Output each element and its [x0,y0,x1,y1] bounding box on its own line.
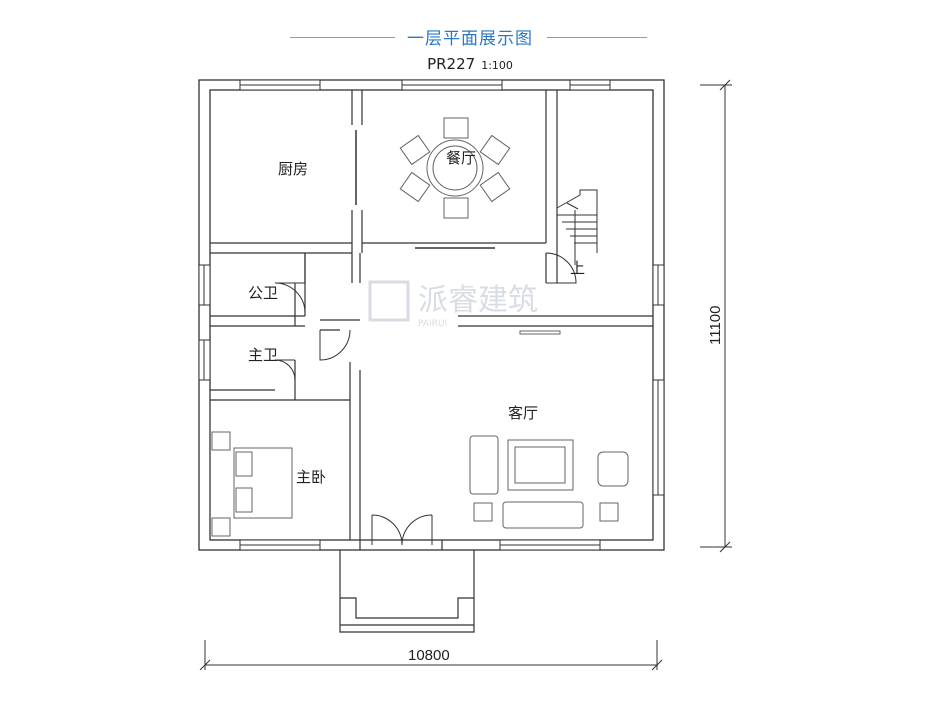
interior-walls [210,90,653,550]
plan-code: PR227 [427,55,476,73]
width-dimension-label: 10800 [408,647,450,664]
height-dimension-label: 11100 [707,306,724,346]
swing-doors [274,252,577,546]
sliding-doors [355,130,495,249]
room-label-master-bedroom: 主卧 [296,468,326,486]
title-rule-right [547,37,647,38]
room-label-living: 客厅 [508,404,538,422]
plan-scale: 1:100 [481,59,513,72]
plan-title: 一层平面展示图 [407,29,533,49]
sofa-set [469,330,629,529]
room-label-dining: 餐厅 [446,149,476,167]
dining-table [399,117,511,219]
front-porch [339,550,475,633]
windows [198,79,665,551]
room-label-master-bath: 主卫 [248,346,278,364]
bed [211,431,293,537]
dimension-height [700,79,732,553]
watermark-sub: PAIRUI [418,319,447,329]
title-rule-left [290,37,395,38]
plan-subtitle: PR227 1:100 [0,54,940,73]
dimension-width [199,640,663,671]
watermark-text: 派睿建筑 [418,283,538,318]
staircase [556,189,598,265]
room-label-public-bath: 公卫 [248,284,278,302]
stair-up-label: 上 [570,259,585,277]
room-label-kitchen: 厨房 [278,160,308,178]
watermark: 派睿建筑 PAIRUI [368,280,538,329]
